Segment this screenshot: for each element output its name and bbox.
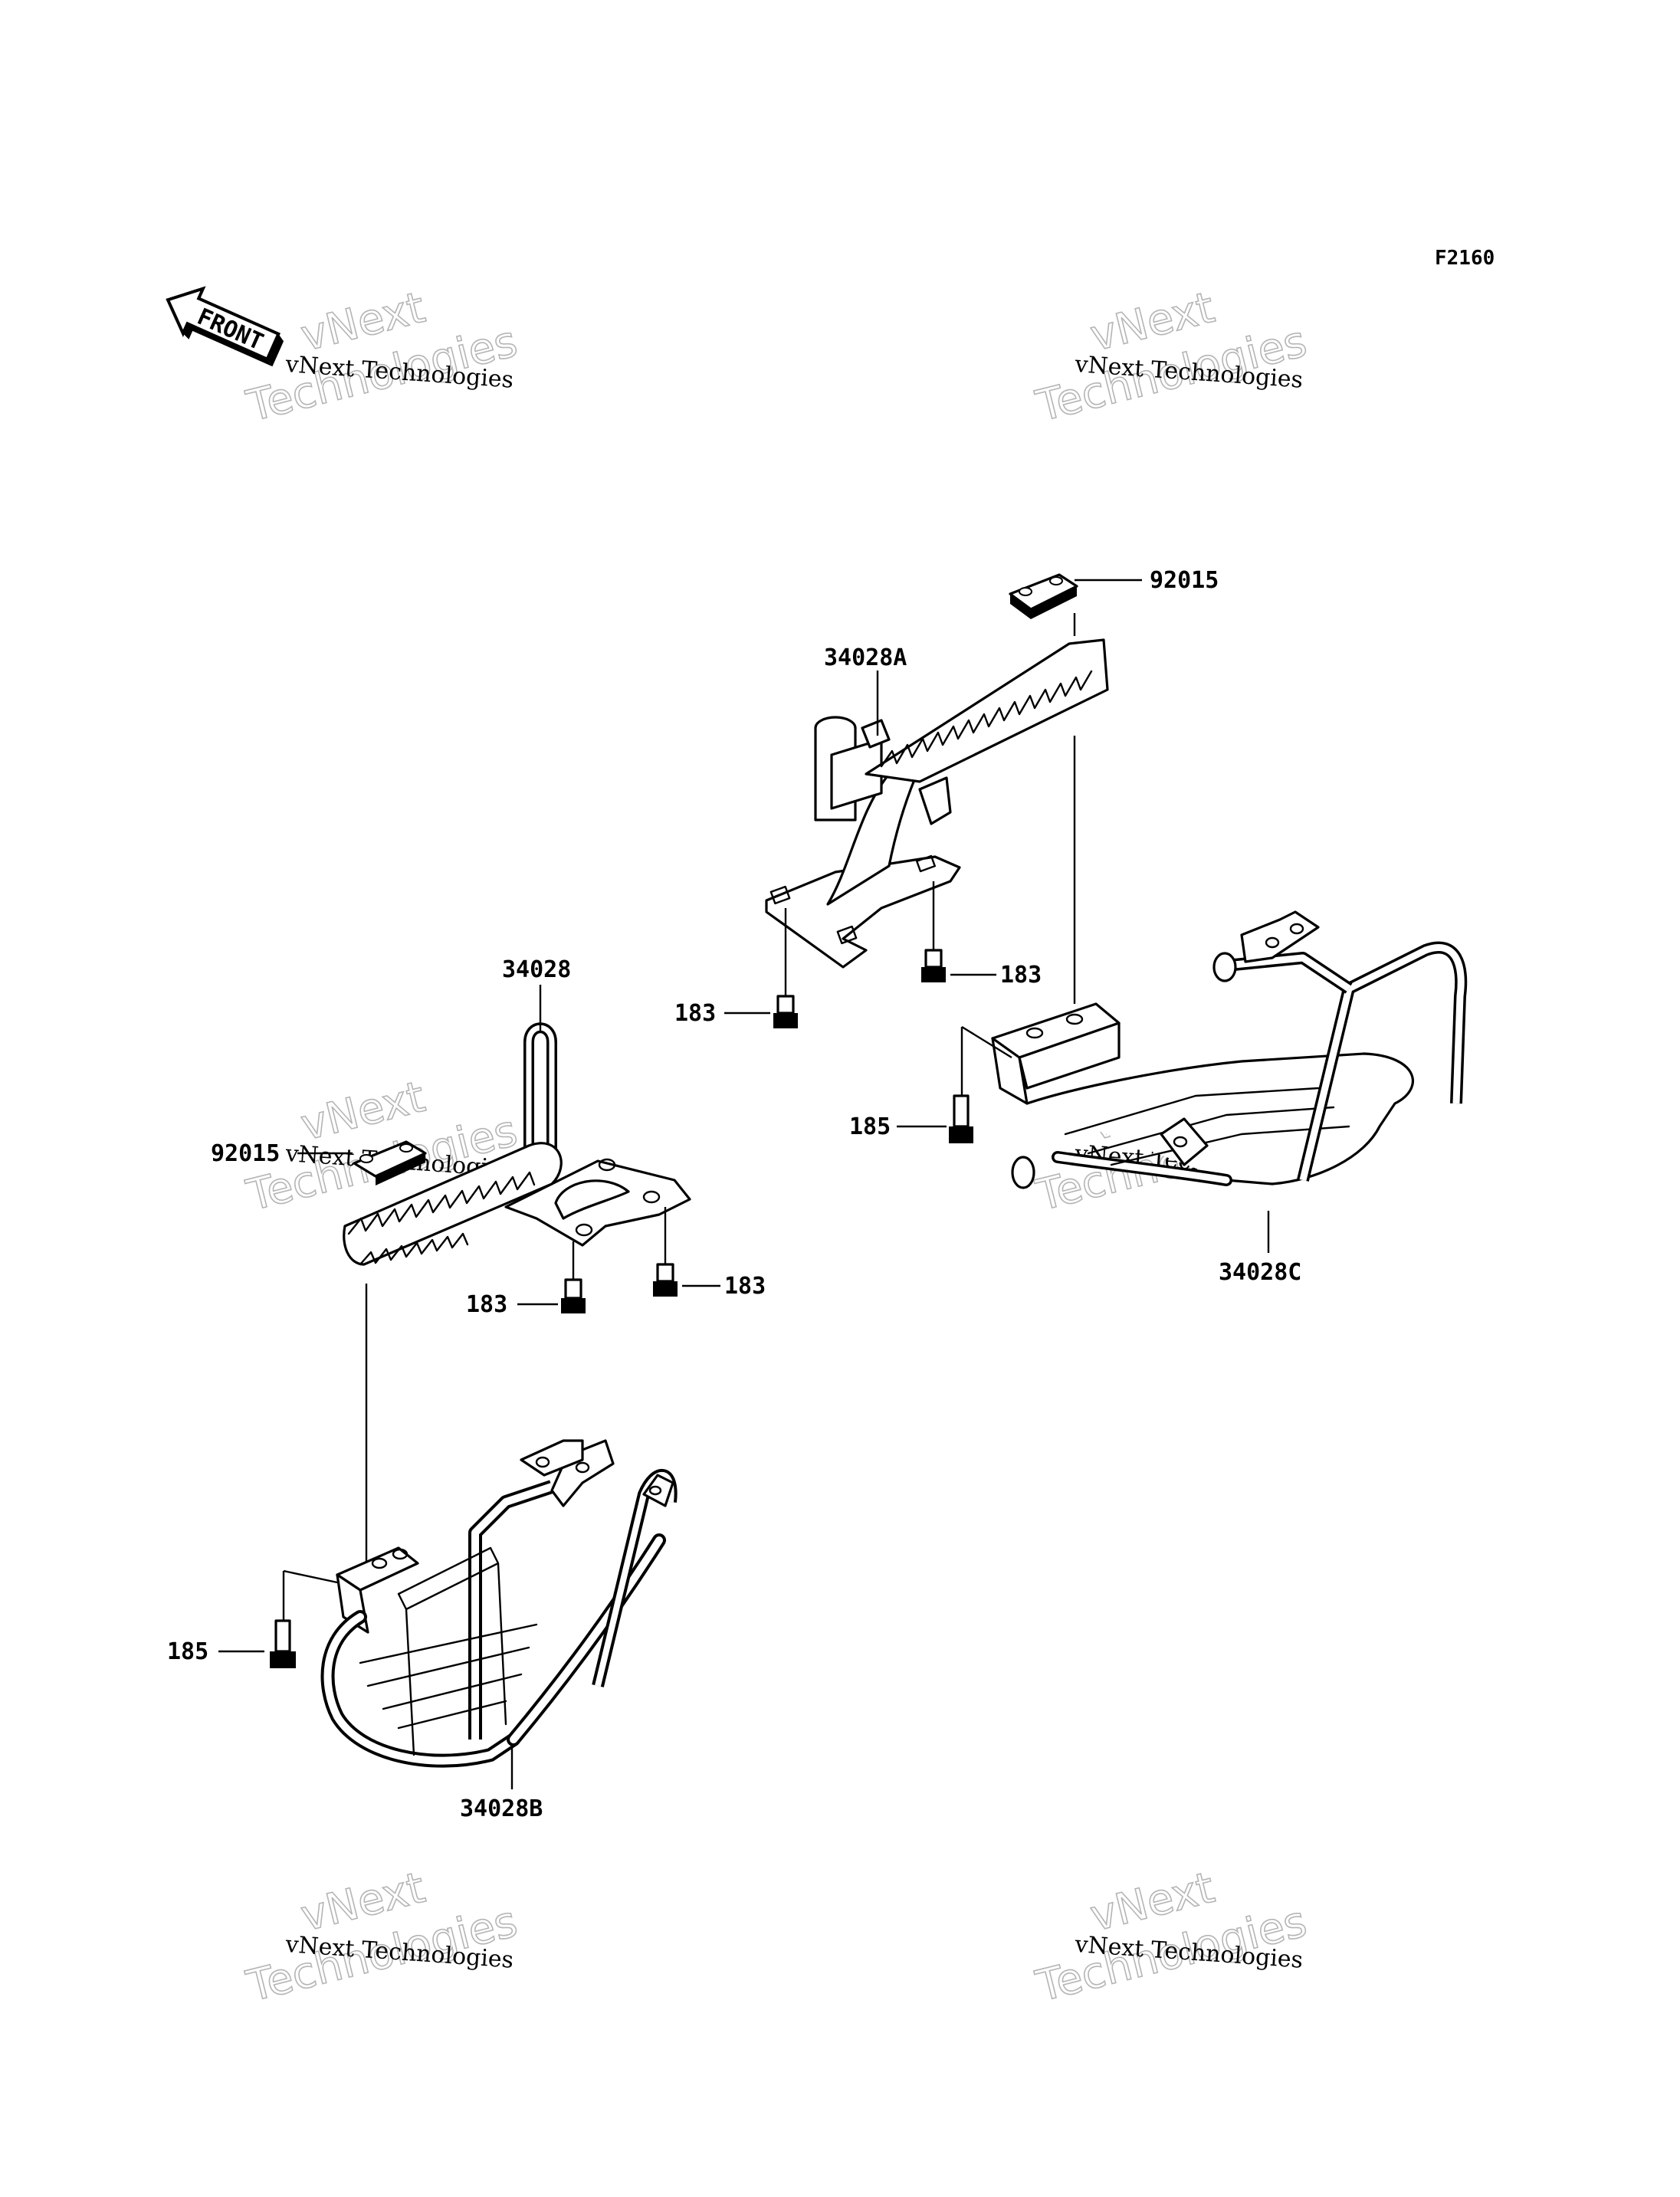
callout-183-right-a: 183 [1000, 962, 1042, 989]
callout-183-left-b: 183 [466, 1291, 507, 1318]
rubber-pad-right [1009, 573, 1078, 619]
front-arrow-icon: FRONT [166, 286, 284, 367]
bolt-183-right-b [773, 908, 798, 1028]
callout-34028C: 34028C [1219, 1259, 1301, 1286]
callout-34028: 34028 [502, 956, 571, 983]
callout-183-left-a: 183 [724, 1273, 766, 1300]
watermark: vNext Technologies [1031, 1862, 1312, 2012]
callout-34028B: 34028B [460, 1795, 543, 1822]
bolt-183-right-a [921, 881, 946, 982]
callout-185-right: 185 [849, 1113, 891, 1140]
callout-183-right-b: 183 [674, 1000, 716, 1027]
foot-guard-right [991, 910, 1468, 1189]
callout-185-left: 185 [167, 1638, 208, 1665]
footpeg-left [343, 1022, 691, 1266]
bolt-185-left [270, 1569, 338, 1668]
callout-92015-right: 92015 [1150, 567, 1219, 594]
bolt-185-right [949, 1025, 1012, 1143]
bolt-183-left-b [561, 1241, 586, 1313]
foot-guard-left [320, 1439, 678, 1768]
figure-code: F2160 [1435, 247, 1495, 270]
footpeg-right [765, 638, 1109, 969]
watermark: vNext Technologies [1031, 282, 1312, 432]
callout-34028A: 34028A [824, 644, 907, 671]
bolt-183-left-a [653, 1207, 678, 1297]
rubber-pad-left [353, 1140, 427, 1185]
callout-92015-left: 92015 [211, 1140, 280, 1167]
watermark: vNext Technologies [241, 1862, 523, 2012]
